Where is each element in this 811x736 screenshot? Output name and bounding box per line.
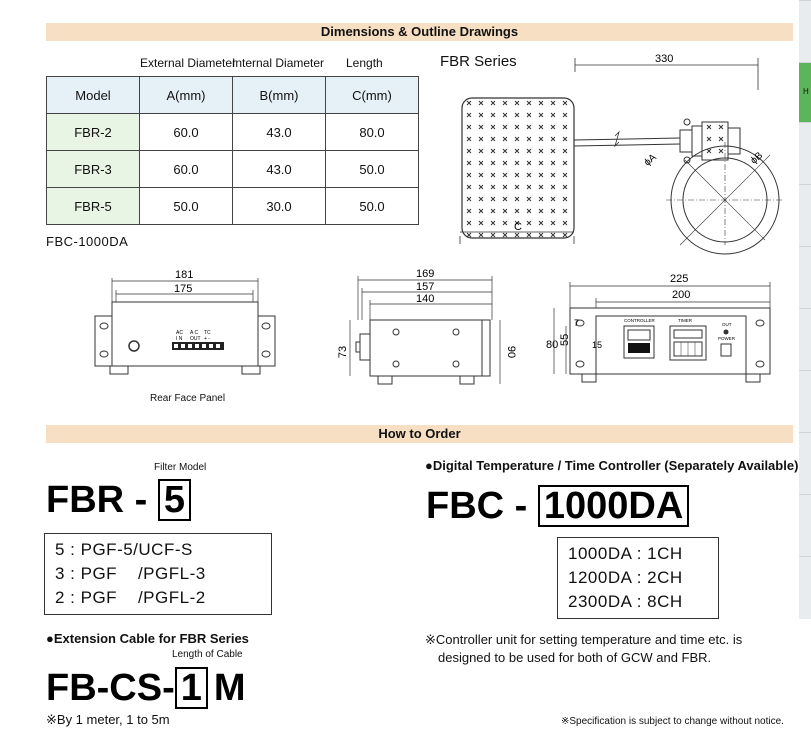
fbr-prefix: FBR -: [46, 479, 148, 521]
cable-boxed-value: 1: [174, 667, 208, 709]
table-row: FBR-5 50.0 30.0 50.0: [46, 187, 419, 225]
table-cell: 80.0: [325, 113, 419, 151]
table-row: FBR-3 60.0 43.0 50.0: [46, 150, 419, 188]
dim-157: 157: [416, 281, 434, 293]
dim-90: 90: [505, 346, 517, 358]
fbr-option: 3 : PGF /PGFL-3: [55, 564, 206, 583]
panel-label-timer: TIMER: [678, 318, 693, 323]
table-row: FBR-2 60.0 43.0 80.0: [46, 113, 419, 151]
side-tab[interactable]: [799, 556, 811, 619]
phi-a-label: ϕA: [642, 152, 659, 169]
panel-label-controller: CONTROLLER: [624, 318, 656, 323]
col-header-external: External Diameter: [140, 56, 237, 70]
dim-181: 181: [175, 269, 193, 281]
controller-option: 1200DA : 2CH: [568, 568, 683, 587]
dim-225: 225: [670, 273, 688, 285]
table-cell: 30.0: [232, 187, 326, 225]
col-header-internal: Internal Diameter: [232, 56, 325, 70]
table-header-cell: C(mm): [325, 76, 419, 114]
side-tab[interactable]: [799, 308, 811, 371]
table-cell: 50.0: [325, 187, 419, 225]
fbr-option: 5 : PGF-5/UCF-S: [55, 540, 193, 559]
side-view-drawing: 169 157 140 73 90: [337, 268, 517, 385]
table-header-row: Model A(mm) B(mm) C(mm): [46, 76, 419, 114]
panel-label-out: OUT: [722, 322, 732, 327]
table-cell: 60.0: [139, 150, 233, 188]
cable-suffix: M: [213, 667, 246, 709]
fbr-order-code: FBR - 5: [46, 478, 192, 522]
section-header-dimensions: Dimensions & Outline Drawings: [46, 23, 793, 41]
controller-options-box: 1000DA : 1CH 1200DA : 2CH 2300DA : 8CH: [557, 537, 719, 619]
fbr-boxed-value: 5: [157, 479, 192, 521]
table-header-cell: A(mm): [139, 76, 233, 114]
table-cell: 50.0: [325, 150, 419, 188]
fbr-series-title: FBR Series: [440, 53, 517, 70]
fbr-option: 2 : PGF /PGFL-2: [55, 588, 206, 607]
filter-model-label: Filter Model: [154, 462, 207, 473]
table-cell: 60.0: [139, 113, 233, 151]
table-header-cell: Model: [46, 76, 140, 114]
controller-option: 2300DA : 8CH: [568, 592, 683, 611]
dimensions-table: Model A(mm) B(mm) C(mm) FBR-2 60.0 43.0 …: [46, 76, 419, 225]
table-cell: 43.0: [232, 113, 326, 151]
dim-15: 15: [592, 340, 602, 350]
side-tab-active[interactable]: H: [799, 62, 811, 123]
section-header-how-to-order: How to Order: [46, 425, 793, 443]
controller-boxed-value: 1000DA: [537, 485, 690, 527]
table-cell: FBR-3: [46, 150, 140, 188]
terminal-label: TC: [204, 330, 211, 336]
table-cell: FBR-2: [46, 113, 140, 151]
dim-330: 330: [655, 53, 673, 65]
footer-note: ※Specification is subject to change with…: [561, 716, 784, 727]
terminal-label: A C: [190, 330, 198, 336]
controller-option: 1000DA : 1CH: [568, 544, 683, 563]
rear-panel-drawing: 181 175 AC A C TC I N OUT + -: [94, 269, 276, 375]
terminal-label: + -: [204, 336, 210, 342]
dim-7: 7: [574, 318, 579, 328]
side-tab[interactable]: [799, 184, 811, 247]
dim-c: C: [514, 221, 522, 233]
cable-prefix: FB-CS-: [46, 667, 175, 709]
side-tab[interactable]: [799, 0, 811, 63]
table-cell: 43.0: [232, 150, 326, 188]
side-tab[interactable]: [799, 432, 811, 495]
cable-length-label: Length of Cable: [172, 649, 243, 660]
rear-panel-caption: Rear Face Panel: [150, 393, 226, 404]
controller-order-code: FBC - 1000DA: [426, 484, 690, 528]
terminal-label: I N: [176, 336, 183, 342]
controller-note-line1: ※Controller unit for setting temperature…: [425, 632, 743, 647]
terminal-label: OUT: [190, 336, 201, 342]
dim-140: 140: [416, 293, 434, 305]
dim-80: 80: [546, 339, 558, 351]
side-tab[interactable]: [799, 370, 811, 433]
side-tab-letter: H: [803, 87, 809, 96]
fbr-series-drawing: 330 C ϕA ϕB: [459, 53, 784, 255]
dim-73: 73: [337, 346, 349, 358]
dim-175: 175: [174, 283, 192, 295]
table-cell: FBR-5: [46, 187, 140, 225]
dim-169: 169: [416, 268, 434, 280]
front-view-drawing: 225 200 CONTROLLER TIMER OUT POWER 80 55…: [546, 273, 771, 383]
col-header-length: Length: [346, 56, 383, 70]
table-header-cell: B(mm): [232, 76, 326, 114]
side-tab[interactable]: [799, 494, 811, 557]
cable-heading: ●Extension Cable for FBR Series: [46, 631, 249, 646]
table-cell: 50.0: [139, 187, 233, 225]
side-tab[interactable]: [799, 246, 811, 309]
dim-55: 55: [559, 334, 571, 346]
side-tab[interactable]: [799, 122, 811, 185]
controller-note-line2: designed to be used for both of GCW and …: [438, 650, 712, 665]
controller-prefix: FBC -: [426, 485, 528, 527]
cable-note: ※By 1 meter, 1 to 5m: [46, 712, 170, 727]
panel-label-power: POWER: [718, 336, 736, 341]
fbr-options-box: 5 : PGF-5/UCF-S 3 : PGF /PGFL-3 2 : PGF …: [44, 533, 272, 615]
controller-heading: ●Digital Temperature / Time Controller (…: [425, 458, 799, 473]
fbc-drawing-title: FBC-1000DA: [46, 234, 129, 249]
dim-200: 200: [672, 289, 690, 301]
terminal-label: AC: [176, 330, 183, 336]
